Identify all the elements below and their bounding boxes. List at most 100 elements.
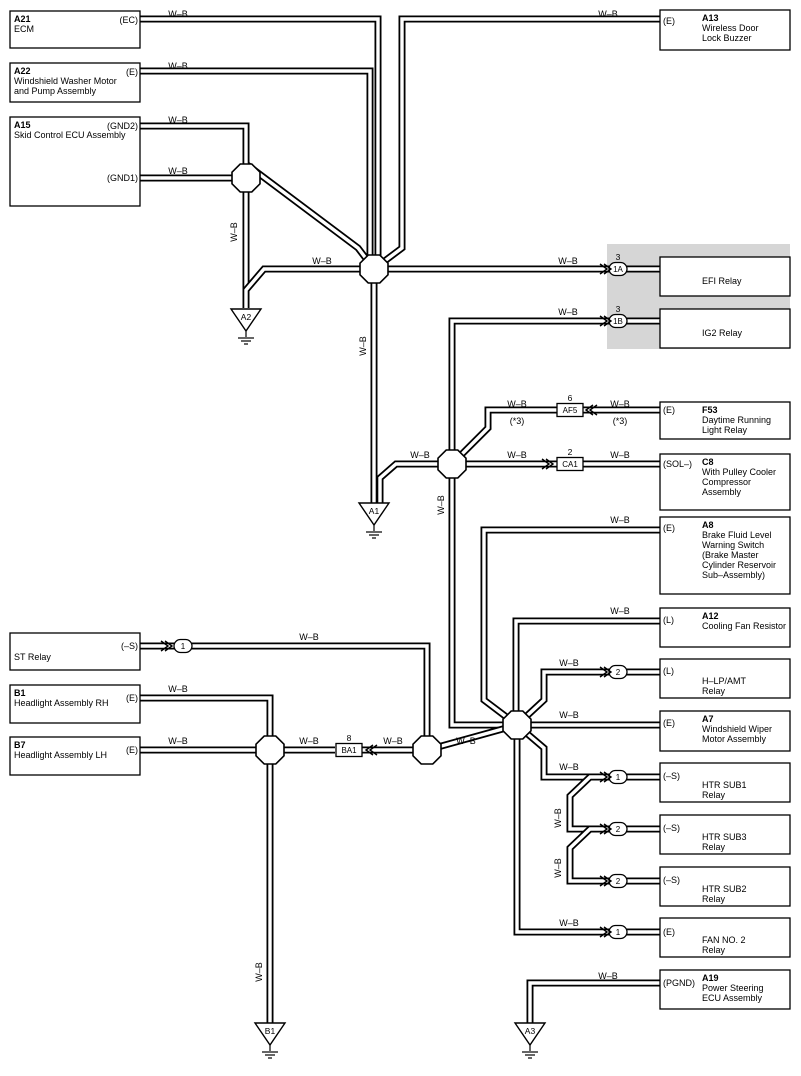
- connector-arrow: [368, 744, 378, 756]
- component-efi: EFI Relay: [659, 256, 791, 297]
- component-name: IG2 Relay: [702, 328, 743, 338]
- wire-color-label: W–B: [610, 515, 630, 525]
- splice-junction: [231, 163, 261, 193]
- component-id: F53: [702, 405, 718, 415]
- connector-arrow: [603, 926, 613, 938]
- component-name: ST Relay: [14, 652, 51, 662]
- wire-color-label: W–B: [456, 736, 476, 746]
- wire-color-label: W–B: [168, 61, 188, 71]
- wire-outline: [242, 265, 374, 308]
- wire-core: [568, 775, 612, 831]
- pin-label: (E): [663, 405, 675, 415]
- pin-label: (PGND): [663, 978, 695, 988]
- wire-core: [514, 619, 660, 725]
- pin-label: (E): [663, 718, 675, 728]
- connector-fan2c: 1: [608, 924, 628, 940]
- connector-arrow: [160, 640, 170, 652]
- ground-point: A1: [357, 502, 391, 539]
- component-name: Skid Control ECU Assembly: [14, 130, 126, 140]
- ground-label: B1: [265, 1026, 276, 1036]
- component-id: A19: [702, 973, 719, 983]
- ground-point: B1: [253, 1022, 287, 1059]
- wire-color-label: W–B: [168, 736, 188, 746]
- component-id: A15: [14, 120, 31, 130]
- component-id: A21: [14, 14, 31, 24]
- connector-arrow: [364, 744, 374, 756]
- component-name: Windshield Washer Motor: [14, 76, 117, 86]
- connector-label: 1: [616, 773, 621, 782]
- component-name: ECU Assembly: [702, 993, 763, 1003]
- component-name: ECM: [14, 24, 34, 34]
- component-name: HTR SUB1: [702, 780, 747, 790]
- wire-core: [378, 462, 452, 504]
- component-name: Relay: [702, 945, 726, 955]
- wire-core: [515, 670, 612, 727]
- ground-label: A2: [241, 312, 252, 322]
- connector-label: AF5: [563, 406, 578, 415]
- ground-point: A3: [513, 1022, 547, 1059]
- pin-label: (EC): [120, 15, 139, 25]
- wire-core: [140, 69, 372, 269]
- wire-outline: [526, 979, 660, 1023]
- component-ig2: IG2 Relay: [659, 308, 791, 349]
- wire-color-label: W–B: [507, 450, 527, 460]
- pin-label: (E): [663, 523, 675, 533]
- connector-label: 1: [181, 642, 186, 651]
- connector-label: BA1: [341, 746, 357, 755]
- component-name: Cooling Fan Resistor: [702, 621, 786, 631]
- wire-core: [450, 464, 517, 727]
- splice-junction: [502, 710, 532, 740]
- connector-label: 2: [616, 825, 621, 834]
- component-name: HTR SUB2: [702, 884, 747, 894]
- wire-color-label: W–B: [558, 256, 578, 266]
- connector-arrow: [599, 666, 609, 678]
- connector-arrow: [603, 875, 613, 887]
- pin-label: (–S): [663, 875, 680, 885]
- connector-arrow: [599, 875, 609, 887]
- ground-label: A3: [525, 1026, 536, 1036]
- connector-htr3c: 2: [608, 821, 628, 837]
- wire-color-label: W–B: [610, 606, 630, 616]
- connector-pin-number: 3: [616, 304, 621, 314]
- wire-color-label: W–B: [168, 9, 188, 19]
- connector-htr2c: 2: [608, 873, 628, 889]
- connector-arrow: [599, 823, 609, 835]
- component-name: Windshield Wiper: [702, 724, 772, 734]
- connector-pin-number: 6: [568, 393, 573, 403]
- component-name: Relay: [702, 790, 726, 800]
- wire-core: [372, 17, 660, 271]
- wire-color-label: W–B: [312, 256, 332, 266]
- wire-color-label: W–B: [558, 307, 578, 317]
- wire-color-label: W–B: [383, 736, 403, 746]
- component-name: and Pump Assembly: [14, 86, 97, 96]
- component-name: (Brake Master: [702, 550, 759, 560]
- wire-color-label: W–B: [610, 450, 630, 460]
- wire-color-label: W–B: [299, 736, 319, 746]
- wire-core: [528, 981, 660, 1023]
- component-id: B7: [14, 740, 26, 750]
- wire-outline: [449, 406, 558, 467]
- component-name: Compressor: [702, 477, 751, 487]
- component-st: ST Relay(–S): [9, 632, 141, 671]
- pin-label: (E): [663, 16, 675, 26]
- wire-color-label: W–B: [168, 166, 188, 176]
- wire-core: [140, 17, 380, 269]
- component-name: With Pulley Cooler: [702, 467, 776, 477]
- connector-htr1c: 1: [608, 769, 628, 785]
- connector-arrow: [603, 823, 613, 835]
- connector-label: CA1: [562, 460, 578, 469]
- pin-label: (E): [126, 67, 138, 77]
- connector-label: 1A: [613, 265, 623, 274]
- component-name: Lock Buzzer: [702, 33, 752, 43]
- component-name: Motor Assembly: [702, 734, 767, 744]
- wire-color-label: W–B: [559, 762, 579, 772]
